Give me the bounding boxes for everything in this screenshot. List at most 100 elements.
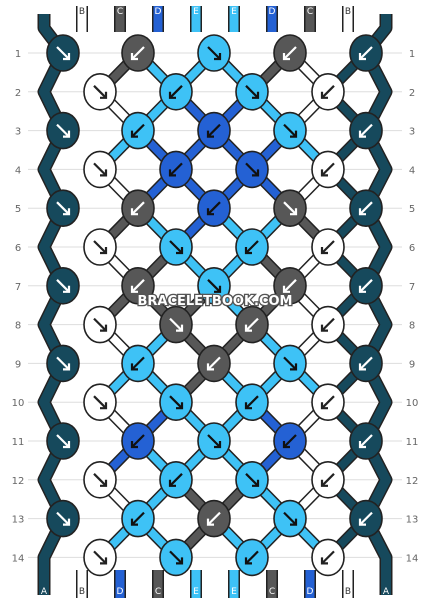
knot: [121, 34, 155, 72]
knot-arrow-head: [63, 363, 71, 371]
knot: [159, 305, 193, 344]
knot: [159, 228, 193, 266]
knot: [121, 499, 155, 538]
knot-arrow-head: [244, 247, 252, 255]
knot-arrow: [169, 162, 183, 177]
knot: [46, 111, 80, 150]
knot-arrow-head: [320, 169, 328, 177]
knot-arrow-head: [206, 363, 214, 371]
knot: [159, 383, 193, 422]
knot-arrow: [93, 240, 107, 254]
knot-arrow-head: [63, 130, 71, 138]
knot-arrow-head: [206, 518, 214, 526]
row-number-right: 11: [406, 437, 419, 448]
bottom-strand-label: A: [41, 587, 48, 597]
knot: [46, 422, 80, 460]
knot-arrow: [169, 473, 183, 487]
row-number-right: 13: [406, 515, 419, 526]
row-number-right: 10: [406, 398, 419, 409]
knot-arrow: [207, 201, 221, 215]
bottom-strand-label: E: [231, 587, 237, 597]
knot-arrow-head: [358, 518, 366, 526]
knot-arrow-head: [244, 557, 252, 565]
knot-arrow-head: [63, 285, 71, 293]
knot: [159, 150, 193, 189]
row-number-left: 5: [15, 204, 21, 215]
knot-arrow-head: [290, 208, 298, 216]
knot-arrow: [283, 201, 297, 215]
knot-arrow-head: [206, 208, 214, 216]
knot-arrow-head: [214, 53, 222, 61]
knot: [83, 538, 117, 577]
knot: [235, 305, 269, 344]
knot-arrow: [131, 123, 145, 138]
knot: [235, 383, 269, 422]
knot-arrow: [245, 395, 259, 409]
knot: [349, 344, 383, 383]
knot-arrow-head: [176, 324, 184, 332]
knot-arrow: [131, 356, 145, 371]
knot-arrow: [245, 240, 259, 254]
bottom-strand-label: C: [269, 587, 275, 597]
knot-arrow: [321, 85, 335, 99]
knot: [235, 538, 269, 577]
knot-arrow: [56, 123, 70, 138]
knot: [197, 111, 231, 150]
knot: [83, 73, 117, 111]
row-number-right: 12: [406, 476, 419, 487]
knot: [349, 499, 383, 538]
row-number-left: 4: [15, 165, 21, 176]
knot-arrow: [321, 162, 335, 177]
knot-arrow-head: [252, 169, 260, 177]
knot-arrow: [359, 434, 373, 448]
knot-arrow-head: [100, 557, 108, 565]
knot-arrow-head: [214, 285, 222, 293]
knot: [121, 344, 155, 383]
knot-arrow: [359, 201, 373, 215]
knot-arrow-head: [252, 479, 260, 487]
knot-arrow-head: [63, 518, 71, 526]
knot-arrow: [93, 550, 107, 565]
top-strand-label: B: [79, 7, 85, 17]
knot: [83, 228, 117, 266]
knot-arrow-head: [290, 363, 298, 371]
knot-arrow: [207, 511, 221, 526]
knot-arrow-head: [100, 479, 108, 487]
knot-arrow-head: [358, 53, 366, 61]
row-number-right: 3: [409, 127, 415, 138]
knot-arrow: [56, 201, 70, 215]
knot-arrow: [321, 473, 335, 487]
knots: [46, 34, 383, 577]
knot-arrow: [131, 201, 145, 215]
knot-arrow-head: [358, 208, 366, 216]
knot-arrow: [245, 85, 259, 99]
knot-arrow-head: [63, 441, 71, 449]
row-number-right: 6: [409, 243, 415, 254]
knot: [46, 499, 80, 538]
knot: [46, 189, 80, 227]
knot-arrow-head: [214, 441, 222, 449]
knot-arrow-head: [168, 169, 176, 177]
top-strand-label: D: [155, 7, 162, 17]
top-strand-label: E: [231, 7, 237, 17]
knot-arrow: [93, 85, 107, 99]
knot-arrow-head: [206, 130, 214, 138]
knot-arrow: [169, 395, 183, 409]
bottom-strand-label: D: [307, 587, 314, 597]
knot: [159, 538, 193, 577]
knot: [197, 344, 231, 383]
knot-arrow-head: [358, 441, 366, 449]
knot-arrow-head: [176, 557, 184, 565]
knot-arrow-head: [176, 247, 184, 255]
watermark: BRACELETBOOK.COM: [138, 294, 293, 309]
knot: [159, 460, 193, 499]
knot-arrow-head: [100, 324, 108, 332]
knot: [46, 344, 80, 383]
knot: [235, 460, 269, 499]
knot: [273, 422, 307, 460]
knot: [273, 189, 307, 227]
bottom-strand-label: D: [117, 587, 124, 597]
knot: [349, 111, 383, 150]
row-number-left: 7: [15, 282, 21, 293]
